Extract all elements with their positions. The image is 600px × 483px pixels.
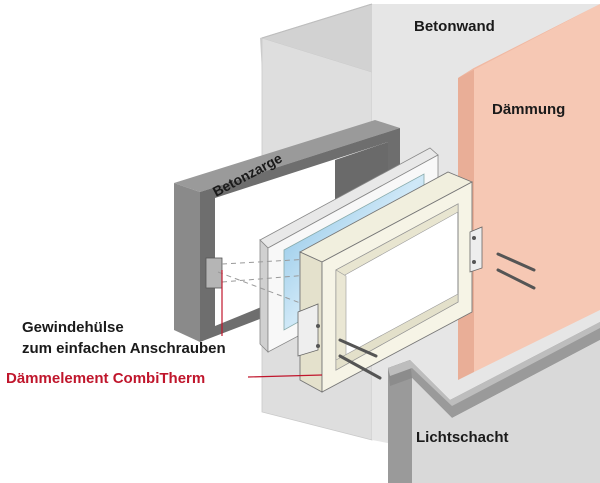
label-gewindehuelse-line2: zum einfachen Anschrauben [22, 340, 226, 357]
label-daemmelement: Dämmelement CombiTherm [6, 370, 205, 387]
leader-line-daemmelement [247, 374, 323, 378]
threaded-sleeve-plate-right [469, 226, 483, 273]
mounting-bolts [338, 252, 536, 380]
light-well [388, 322, 600, 483]
insulation-element-frame [297, 171, 483, 393]
label-betonwand: Betonwand [414, 18, 495, 35]
screw-hole [316, 344, 320, 348]
label-daemmung: Dämmung [492, 101, 565, 118]
label-lichtschacht: Lichtschacht [416, 429, 509, 446]
screw-hole [472, 236, 476, 240]
label-gewindehuelse-line1: Gewindehülse [22, 319, 124, 336]
screw-hole [316, 324, 320, 328]
threaded-sleeve-plate-left [297, 303, 319, 357]
screw-hole [472, 260, 476, 264]
